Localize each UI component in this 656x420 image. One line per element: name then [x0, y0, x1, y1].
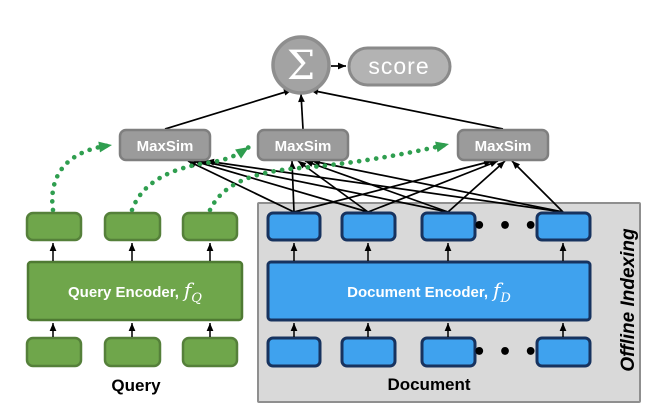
query-side: Query Encoder,fQ Query [25, 211, 244, 395]
arrowhead [559, 243, 567, 251]
sum-node [271, 35, 331, 95]
maxsim-box-1 [118, 128, 212, 162]
connector-line [193, 160, 369, 213]
arrowhead [298, 94, 305, 103]
arrowhead [444, 323, 452, 331]
connector-line [304, 160, 449, 213]
query-encoder-box [26, 260, 244, 322]
maxsim-to-sum-arrows [164, 88, 504, 130]
maxsim-box-3 [456, 128, 550, 162]
connector-line [164, 89, 293, 130]
dotted-arrow [50, 142, 115, 213]
maxsim-box-2 [256, 128, 350, 162]
arrowhead [128, 323, 136, 331]
arrowhead [235, 147, 249, 159]
arrowhead [206, 323, 214, 331]
arrowhead [559, 323, 567, 331]
arrowhead [338, 62, 346, 70]
query-internal-arrows [49, 243, 214, 337]
connector-line [297, 160, 369, 213]
arrowhead [512, 161, 521, 170]
query-embedding-to-maxsim-dotted-arrows [50, 141, 452, 213]
connector-line [309, 89, 504, 130]
arrowhead [49, 243, 57, 251]
query-embedding-box [25, 211, 83, 242]
arrowhead [305, 160, 314, 167]
connector-line [187, 160, 295, 213]
dotted-arrow [207, 141, 452, 213]
query-caption: Query [111, 376, 161, 395]
doc-embedding-ellipsis: • • • [472, 214, 540, 239]
doc-token-box [420, 336, 477, 368]
doc-token-box [535, 336, 592, 368]
doc-embedding-box [266, 211, 322, 242]
connector-line [293, 160, 493, 213]
arrowhead [364, 323, 372, 331]
arrowhead [98, 141, 112, 153]
maxsim-row: MaxSim MaxSim MaxSim [118, 128, 550, 162]
connector-line [311, 160, 564, 213]
connector-line [447, 160, 506, 213]
maxsim-label-2: MaxSim [275, 138, 332, 155]
arrowhead [435, 141, 449, 153]
doc-token-box [340, 336, 397, 368]
connector-line [199, 160, 449, 213]
connector-line [205, 160, 564, 213]
arrowhead [290, 243, 298, 251]
arrowhead [128, 243, 136, 251]
arrowhead [496, 161, 505, 169]
doc-token-ellipsis: • • • [472, 340, 540, 365]
maxsim-label-3: MaxSim [475, 138, 532, 155]
doc-embedding-box [420, 211, 477, 242]
arrowhead [489, 160, 498, 168]
document-internal-arrows [290, 243, 567, 337]
doc-embedding-box [535, 211, 592, 242]
connector-line [511, 160, 564, 213]
arrowhead [444, 243, 452, 251]
document-side: • • • Document Encoder,fD • • • Document [266, 211, 592, 394]
score-node [347, 46, 452, 87]
maxsim-label-1: MaxSim [137, 138, 194, 155]
query-embedding-box [181, 211, 239, 242]
arrowhead [364, 243, 372, 251]
doc-token-box [266, 336, 322, 368]
document-caption: Document [387, 375, 470, 394]
offline-indexing-caption: Offline Indexing [618, 228, 639, 372]
arrowhead [49, 323, 57, 331]
connector-line [367, 160, 499, 213]
document-encoder-box [266, 260, 592, 322]
query-token-box [25, 336, 83, 368]
score-label: score [368, 53, 429, 79]
doc-embedding-box [340, 211, 397, 242]
arrowhead [290, 323, 298, 331]
query-token-box [103, 336, 162, 368]
arrowhead [206, 243, 214, 251]
query-embedding-box [103, 211, 162, 242]
arrowhead [298, 161, 307, 169]
sum-symbol: Σ [287, 43, 315, 89]
query-token-box [181, 336, 239, 368]
